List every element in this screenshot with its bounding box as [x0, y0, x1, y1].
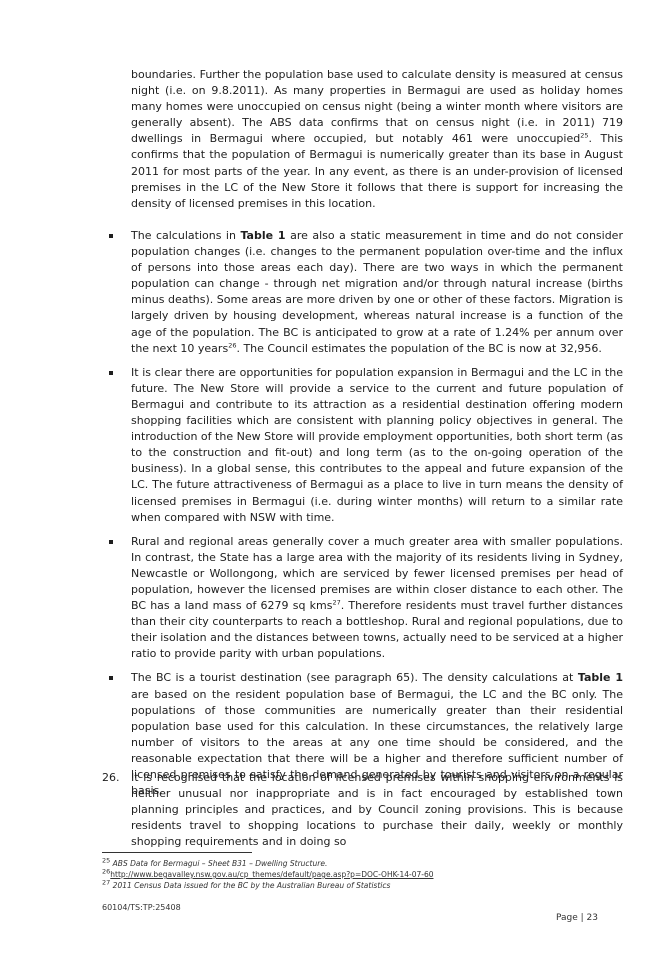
footnote-ref-27[interactable]: 27	[332, 598, 341, 607]
bullet-text: The BC is a tourist destination (see par…	[131, 671, 623, 798]
intro-text-part-1: boundaries. Further the population base …	[131, 68, 623, 146]
footnote-26: 26http://www.begavalley.nsw.gov.au/cp_th…	[102, 867, 434, 879]
footnotes: 25 ABS Data for Bermagui – Sheet B31 – D…	[102, 856, 602, 891]
footnote-link[interactable]: http://www.begavalley.nsw.gov.au/cp_them…	[110, 870, 434, 879]
paragraph-text: It is recognised that the location of li…	[131, 771, 623, 849]
footnote-27: 27 2011 Census Data issued for the BC by…	[102, 878, 391, 890]
bullet-marker	[109, 676, 113, 681]
bullet-item-tourist-destination: The BC is a tourist destination (see par…	[109, 670, 623, 799]
table-reference: Table 1	[577, 671, 623, 685]
intro-text-part-2: . This confirms that the population of B…	[131, 132, 623, 210]
bullet-item-rural-regional: Rural and regional areas generally cover…	[109, 534, 623, 663]
document-reference: 60104/TS:TP:25408	[102, 903, 181, 912]
footnote-ref-25[interactable]: 25	[580, 131, 589, 140]
bullet-text: Rural and regional areas generally cover…	[131, 534, 623, 661]
table-reference: Table 1	[240, 229, 286, 242]
bullet-text: The calculations in Table 1 are also a s…	[131, 229, 623, 355]
bullet-text: It is clear there are opportunities for …	[131, 365, 623, 524]
bullet-marker	[109, 370, 113, 375]
intro-paragraph: boundaries. Further the population base …	[131, 67, 623, 212]
paragraph-number: 26.	[102, 771, 120, 784]
footnote-ref-26[interactable]: 26	[228, 341, 237, 349]
bullet-item-population-expansion: It is clear there are opportunities for …	[109, 365, 623, 526]
bullet-marker	[109, 234, 113, 238]
page-number: Page | 23	[556, 913, 598, 923]
bullet-item-table-calculations: The calculations in Table 1 are also a s…	[109, 228, 623, 357]
bullet-marker	[109, 539, 113, 544]
bullet-list: The calculations in Table 1 are also a s…	[109, 228, 623, 807]
footnote-25: 25 ABS Data for Bermagui – Sheet B31 – D…	[102, 856, 328, 868]
footnote-divider	[102, 852, 252, 853]
